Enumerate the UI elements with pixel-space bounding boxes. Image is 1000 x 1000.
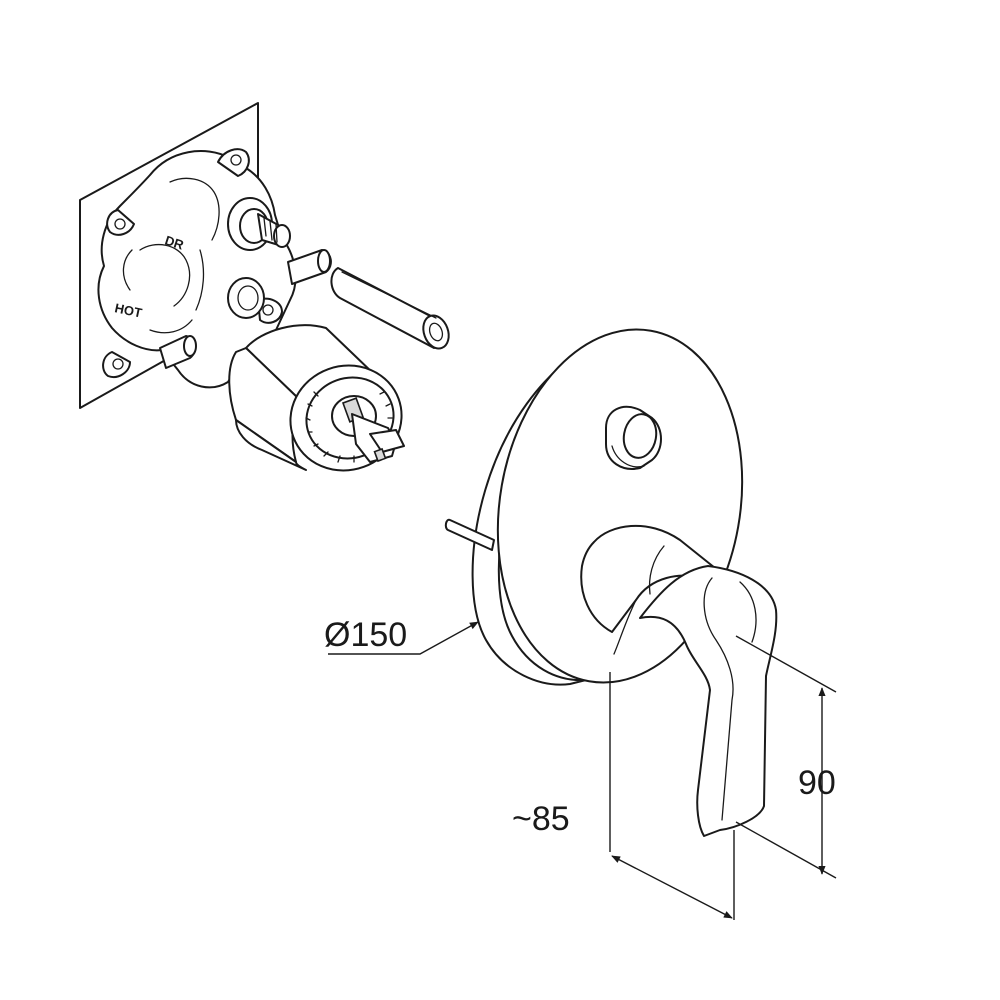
cartridge-spindle <box>351 413 405 463</box>
diverter-marking: DR <box>163 233 186 253</box>
plate-diameter-label: Ø150 <box>324 616 407 654</box>
diverter-button <box>605 405 662 470</box>
rear-pin <box>444 518 495 551</box>
top-outlet-port <box>227 197 291 251</box>
dimension-lever-height: 90 <box>735 635 837 879</box>
extension-pin <box>330 267 450 350</box>
trim-escutcheon <box>444 328 778 837</box>
mounting-ear-bottom-left <box>102 351 131 378</box>
mixer-lever <box>639 565 778 837</box>
dimension-plate-diameter: Ø150 <box>324 616 479 655</box>
right-inlet-stub <box>287 249 332 285</box>
center-plug <box>227 277 265 319</box>
hot-marking: HOT <box>113 300 143 320</box>
lever-height-label: 90 <box>798 764 836 802</box>
mounting-ear-top-right <box>217 148 250 177</box>
dimension-projection-depth: ~85 <box>512 672 735 920</box>
rough-in-valve: DR HOT <box>79 102 405 472</box>
left-inlet-stub <box>159 335 197 369</box>
projection-depth-label: ~85 <box>512 800 570 838</box>
mounting-ear-left <box>106 209 135 236</box>
lever-housing <box>580 524 721 655</box>
